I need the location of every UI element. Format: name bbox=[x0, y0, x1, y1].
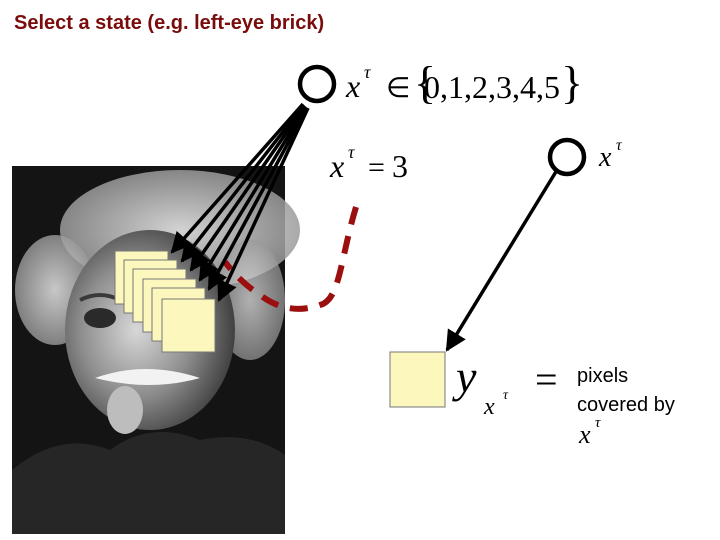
brick-stack bbox=[114, 250, 216, 353]
observation-sub-var: x bbox=[483, 394, 495, 420]
observation-var: y bbox=[452, 351, 477, 402]
state-set-sup: τ bbox=[364, 62, 371, 82]
state-set-var: x bbox=[345, 68, 360, 104]
node2-var: x bbox=[598, 142, 612, 173]
candidate-arrows bbox=[170, 102, 310, 302]
assignment-formula: x τ = 3 bbox=[329, 142, 408, 184]
node2-sup: τ bbox=[616, 137, 623, 154]
candidate-arrow bbox=[217, 107, 310, 302]
candidate-arrow bbox=[189, 105, 307, 272]
pixels-caption: pixels covered by bbox=[577, 362, 675, 420]
candidate-arrow bbox=[207, 107, 309, 291]
brick-candidate bbox=[161, 298, 216, 353]
node2-formula: x τ bbox=[598, 137, 623, 173]
caption-var: x bbox=[578, 420, 591, 449]
assignment-sup: τ bbox=[348, 142, 355, 162]
state-set-brace-close: } bbox=[561, 57, 583, 108]
caption-line-pixels: pixels bbox=[577, 365, 629, 387]
candidate-arrow bbox=[198, 106, 308, 282]
observation-arrow bbox=[445, 169, 559, 352]
state-node bbox=[297, 64, 337, 104]
caption-sup: τ bbox=[595, 415, 601, 431]
assignment-var: x bbox=[329, 148, 344, 184]
photo-coat bbox=[12, 432, 285, 534]
slide-title: Select a state (e.g. left-eye brick) bbox=[14, 12, 325, 34]
state-set-formula: x τ ∈ { 0,1,2,3,4,5 } bbox=[345, 57, 583, 108]
caption-line-covered-by: covered by bbox=[577, 394, 675, 416]
state-node-2 bbox=[547, 137, 587, 177]
observation-rel: = bbox=[535, 357, 558, 402]
state-set-values: 0,1,2,3,4,5 bbox=[424, 69, 560, 105]
dashed-state-path bbox=[222, 206, 359, 312]
assignment-rel: = bbox=[368, 151, 385, 184]
photo-tongue bbox=[107, 386, 143, 434]
observed-brick bbox=[389, 351, 446, 408]
candidate-arrow bbox=[170, 102, 305, 254]
observation-formula: y x τ = bbox=[452, 351, 558, 420]
caption-formula: x τ bbox=[578, 415, 601, 449]
observation-sub-sup: τ bbox=[503, 388, 509, 403]
assignment-value: 3 bbox=[392, 148, 408, 184]
candidate-arrow bbox=[180, 103, 306, 263]
photo-eye-left bbox=[84, 308, 116, 328]
photo-mustache bbox=[95, 369, 200, 385]
state-set-brace-open: { bbox=[414, 57, 436, 108]
state-set-rel: ∈ bbox=[386, 73, 410, 104]
